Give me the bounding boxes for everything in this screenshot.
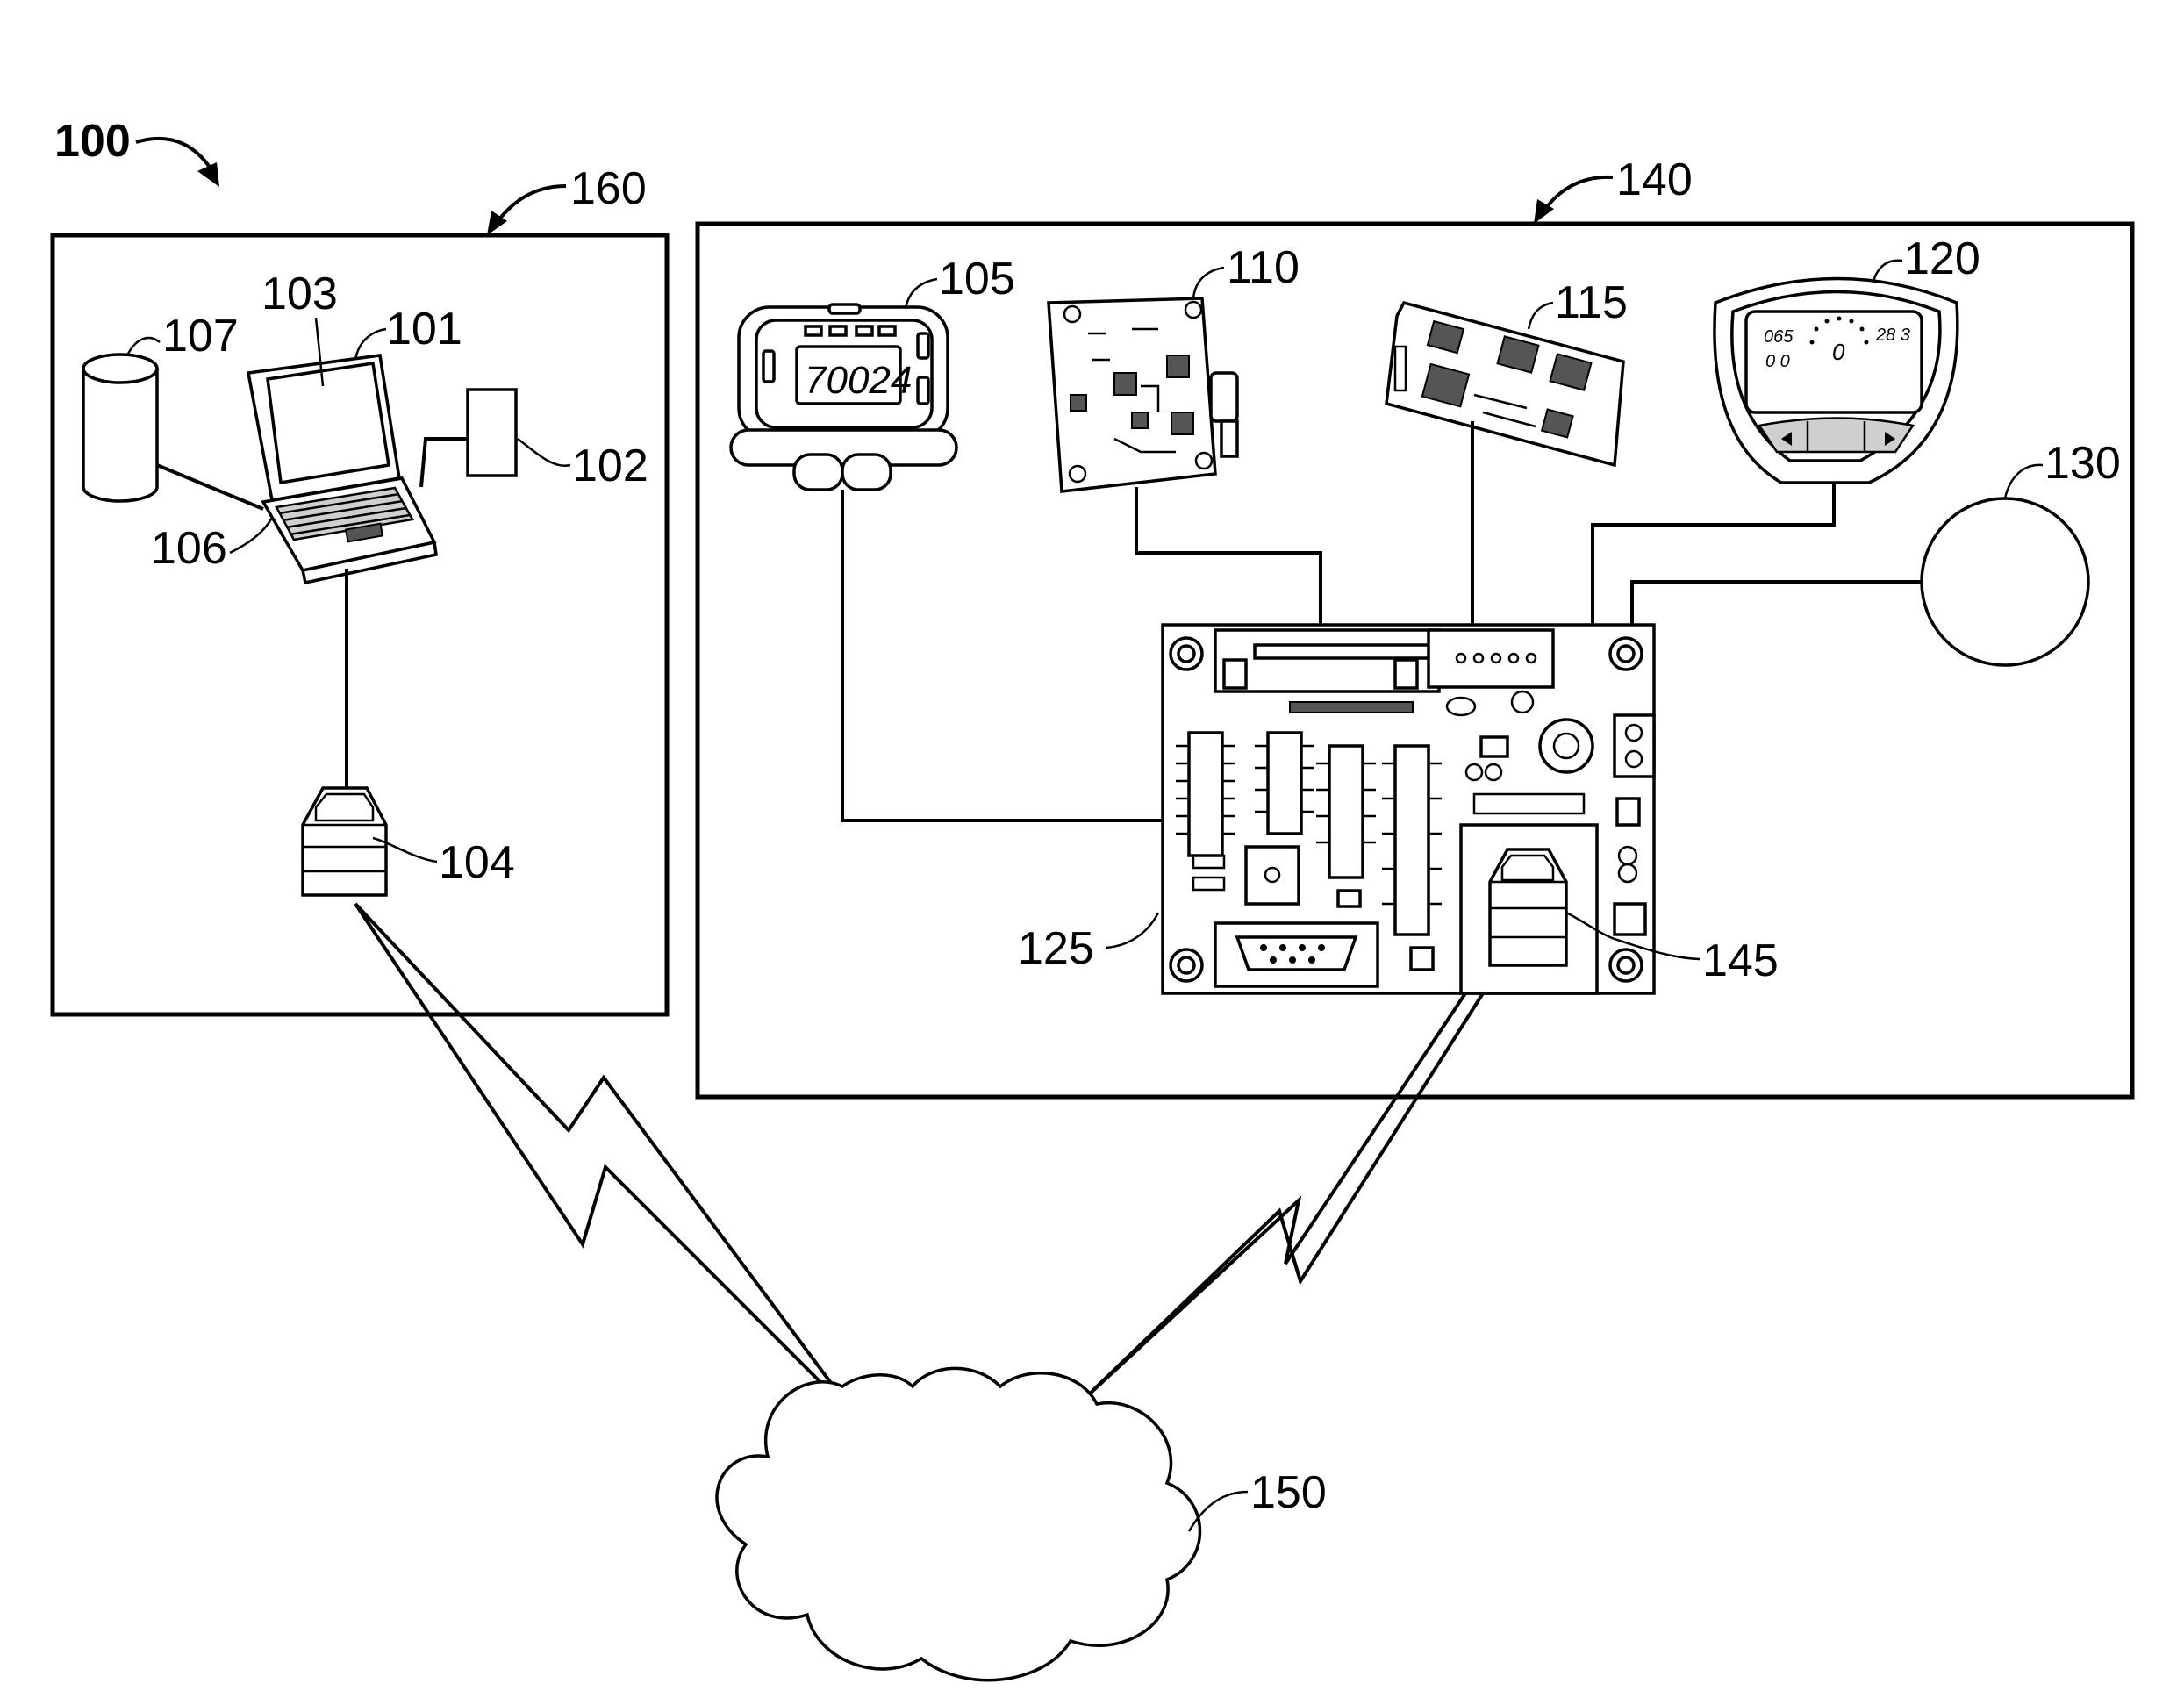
peripheral-label: 102 [572, 441, 648, 491]
circuit-board-b-label: 115 [1555, 277, 1628, 328]
right-system-arrow [1544, 177, 1613, 211]
sensor-circle-label: 130 [2044, 438, 2121, 489]
display-center-readout: 0 [1832, 339, 1845, 365]
peripheral-device [468, 390, 516, 476]
computer-label: 101 [386, 304, 462, 355]
display-sub-readout: 0 0 [1765, 352, 1790, 371]
left-system-box [53, 235, 667, 1014]
left-system-arrow [496, 186, 566, 224]
display-left-readout: 065 [1764, 327, 1794, 347]
main-board-label: 125 [1018, 923, 1094, 974]
circuit-board-a-label: 110 [1227, 242, 1300, 293]
right-system-label: 140 [1616, 154, 1693, 205]
right-transceiver-icon [1490, 849, 1566, 965]
keyboard-label: 106 [151, 523, 227, 574]
main-board [1163, 625, 1654, 993]
display-device-label: 120 [1904, 233, 1980, 284]
database-label: 107 [162, 311, 239, 362]
pedometer-display: 70024 [805, 359, 912, 402]
left-transceiver-label: 104 [439, 837, 515, 888]
figure-label: 100 [54, 116, 131, 167]
database-icon [83, 355, 157, 501]
pedometer-label: 105 [939, 254, 1015, 304]
left-system-label: 160 [570, 163, 647, 214]
display-right-readout: 28 3 [1875, 326, 1910, 345]
pedometer-device: 70024 [731, 304, 956, 490]
sensor-circle [1922, 498, 2088, 665]
left-transceiver-icon [303, 788, 386, 895]
right-transceiver-label: 145 [1702, 935, 1779, 986]
screen-label: 103 [261, 269, 338, 319]
network-cloud [717, 1368, 1199, 1680]
network-cloud-label: 150 [1250, 1467, 1327, 1518]
